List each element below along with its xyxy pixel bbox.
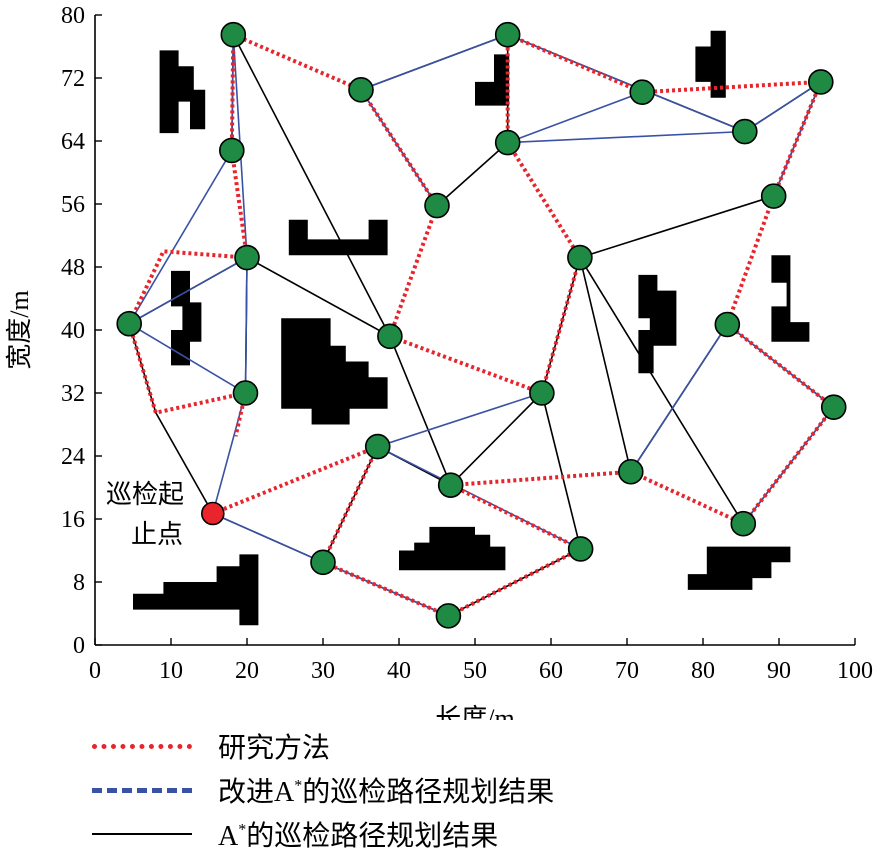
inspection-node-11 [567,244,593,271]
path-improved-8 [507,91,643,144]
legend-label-improved-sup: * [294,777,303,795]
axes: 0 10 20 30 40 50 60 70 80 90 100 0 8 16 24 32 40 48 56 64 72… [61,3,873,684]
research-path-layer [127,31,837,619]
obstacle-3 [281,318,388,425]
x-tick-label-30: 30 [311,658,335,684]
inspection-node-2 [494,21,521,48]
x-tick-label-80: 80 [691,658,715,684]
obstacle-4 [475,54,510,106]
legend-label-astar-rest: 的巡检路径规划结果 [246,821,499,852]
obstacle-6 [638,274,677,374]
inspection-node-19 [437,472,464,498]
y-tick-label-56: 56 [61,192,85,218]
obstacle-8 [399,526,506,571]
inspection-node-13 [377,323,403,350]
y-tick-label-64: 64 [61,129,85,155]
inspection-node-12 [116,310,142,337]
legend-swatch-astar [92,833,192,835]
inspection-node-23 [567,536,594,562]
legend-swatch-research [92,743,192,749]
inspection-node-8 [424,192,450,219]
path-astar-6 [360,33,835,526]
y-tick-label-40: 40 [61,318,85,344]
y-tick-label-48: 48 [61,255,85,281]
y-tick-label-72: 72 [61,66,85,92]
x-tick-label-50: 50 [463,658,487,684]
inspection-node-0 [220,21,247,48]
y-axis-label: 宽度/m [5,290,34,369]
start-point [201,501,225,526]
path-improved-9 [507,130,745,144]
chart-canvas: 0 10 20 30 40 50 60 70 80 90 100 0 8 16 24 32 40 48 56 64 72… [5,3,873,720]
path-improved-6 [360,33,746,133]
inspection-node-18 [364,433,391,460]
path-improved-7 [360,89,438,207]
inspection-node-14 [714,311,741,338]
legend-label-improved-a: 改进A [218,777,295,808]
inspection-node-22 [310,549,336,576]
inspection-node-9 [760,183,787,209]
obstacle-5 [695,30,726,98]
nodes-layer [116,21,847,629]
legend-item-improved: 改进A*的巡检路径规划结果 [92,768,554,812]
y-tick-label-16: 16 [61,507,85,533]
obstacle-7 [771,255,810,342]
x-tick-label-70: 70 [615,658,639,684]
inspection-node-5 [731,118,758,145]
inspection-node-10 [234,244,260,271]
obstacle-9 [133,554,259,626]
y-tick-label-32: 32 [61,381,85,407]
path-improved-5 [377,392,543,448]
x-axis-label: 长度/m [435,704,514,720]
inspection-node-7 [219,137,245,164]
path-improved-3 [212,392,247,514]
y-tick-label-80: 80 [61,3,85,29]
x-tick-label-40: 40 [387,658,411,684]
x-tick-label-90: 90 [767,658,791,684]
inspection-node-3 [629,79,656,105]
obstacle-1 [288,219,388,256]
start-label-line2: 止点 [131,520,183,549]
y-tick-label-8: 8 [73,570,85,596]
legend-item-research: 研究方法 [92,724,554,768]
legend-label-improved: 改进A*的巡检路径规划结果 [218,770,554,810]
obstacles-layer [133,30,810,626]
inspection-node-21 [730,510,757,537]
path-improved-11 [630,323,835,525]
inspection-node-6 [494,129,521,156]
y-tick-label-24: 24 [61,444,85,470]
inspection-node-15 [232,380,259,406]
x-tick-label-20: 20 [235,658,259,684]
legend: 研究方法 改进A*的巡检路径规划结果 A*的巡检路径规划结果 [92,724,554,856]
legend-item-astar: A*的巡检路径规划结果 [92,812,554,856]
legend-label-research: 研究方法 [218,733,331,764]
obstacle-0 [159,50,206,134]
obstacle-10 [687,546,791,590]
path-research-0 [127,31,837,619]
legend-label-astar: A*的巡检路径规划结果 [218,814,498,854]
inspection-node-20 [617,458,644,485]
x-tick-label-10: 10 [159,658,183,684]
path-improved-1 [128,256,248,325]
y-tick-label-0: 0 [73,633,85,659]
inspection-node-16 [529,380,555,406]
legend-label-astar-sup: * [238,821,247,839]
legend-swatch-improved [92,787,192,793]
inspection-node-1 [348,77,374,103]
x-tick-label-0: 0 [89,658,101,684]
inspection-node-24 [435,603,462,629]
x-tick-label-60: 60 [539,658,563,684]
legend-label-astar-a: A [218,821,239,852]
path-astar-3 [212,335,582,617]
x-tick-label-100: 100 [837,658,873,684]
legend-label-improved-rest: 的巡检路径规划结果 [302,777,555,808]
inspection-node-4 [807,69,834,95]
start-label-line1: 巡检起 [106,480,184,509]
inspection-node-17 [820,394,847,420]
